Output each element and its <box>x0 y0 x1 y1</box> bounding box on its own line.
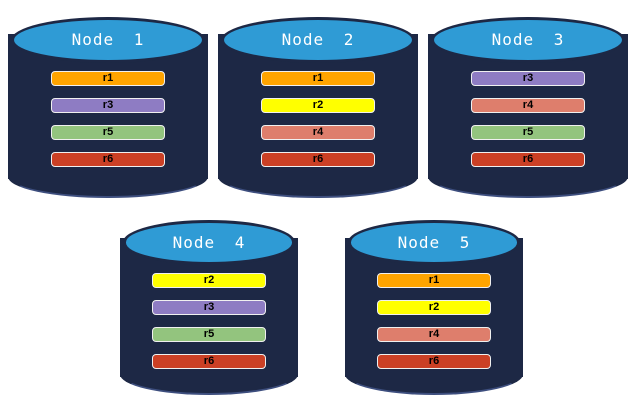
replica-bar: r6 <box>152 353 266 369</box>
replica-list: r3 r4 r5 r6 <box>471 71 585 168</box>
node-title: Node 3 <box>491 30 565 50</box>
replica-bar: r2 <box>261 98 375 114</box>
replica-list: r1 r2 r4 r6 <box>261 71 375 168</box>
replica-bar: r1 <box>51 71 165 87</box>
replica-bar: r3 <box>152 299 266 315</box>
database-cylinder-node-4: Node 4 r2 r3 r5 r6 <box>120 214 298 395</box>
database-cylinder-node-1: Node 1 r1 r3 r5 r6 <box>8 10 208 198</box>
node-title: Node 5 <box>397 233 471 252</box>
replica-list: r2 r3 r5 r6 <box>152 272 266 369</box>
replica-bar: r5 <box>152 326 266 342</box>
replica-bar: r4 <box>261 125 375 141</box>
replica-list: r1 r3 r5 r6 <box>51 71 165 168</box>
replica-bar: r6 <box>261 152 375 168</box>
database-icon-top <box>347 220 521 265</box>
replica-bar: r6 <box>377 353 491 369</box>
database-cylinder-node-2: Node 2 r1 r2 r4 r6 <box>218 10 418 198</box>
database-cylinder-node-3: Node 3 r3 r4 r5 r6 <box>428 10 628 198</box>
database-icon-top <box>431 16 625 63</box>
node-title: Node 2 <box>281 30 355 50</box>
replica-bar: r3 <box>51 98 165 114</box>
database-icon-top <box>122 220 296 265</box>
replica-bar: r6 <box>471 152 585 168</box>
replica-bar: r4 <box>471 98 585 114</box>
database-cylinder-node-5: Node 5 r1 r2 r4 r6 <box>345 214 523 395</box>
replica-bar: r1 <box>261 71 375 87</box>
replica-bar: r1 <box>377 272 491 288</box>
replica-bar: r2 <box>152 272 266 288</box>
node-title: Node 4 <box>172 233 246 252</box>
database-icon-top <box>221 16 415 63</box>
replica-bar: r2 <box>377 299 491 315</box>
replica-bar: r4 <box>377 326 491 342</box>
node-title: Node 1 <box>71 30 145 50</box>
database-icon-top <box>11 16 205 63</box>
replica-bar: r5 <box>471 125 585 141</box>
replica-bar: r6 <box>51 152 165 168</box>
replica-bar: r3 <box>471 71 585 87</box>
replica-list: r1 r2 r4 r6 <box>377 272 491 369</box>
replica-bar: r5 <box>51 125 165 141</box>
